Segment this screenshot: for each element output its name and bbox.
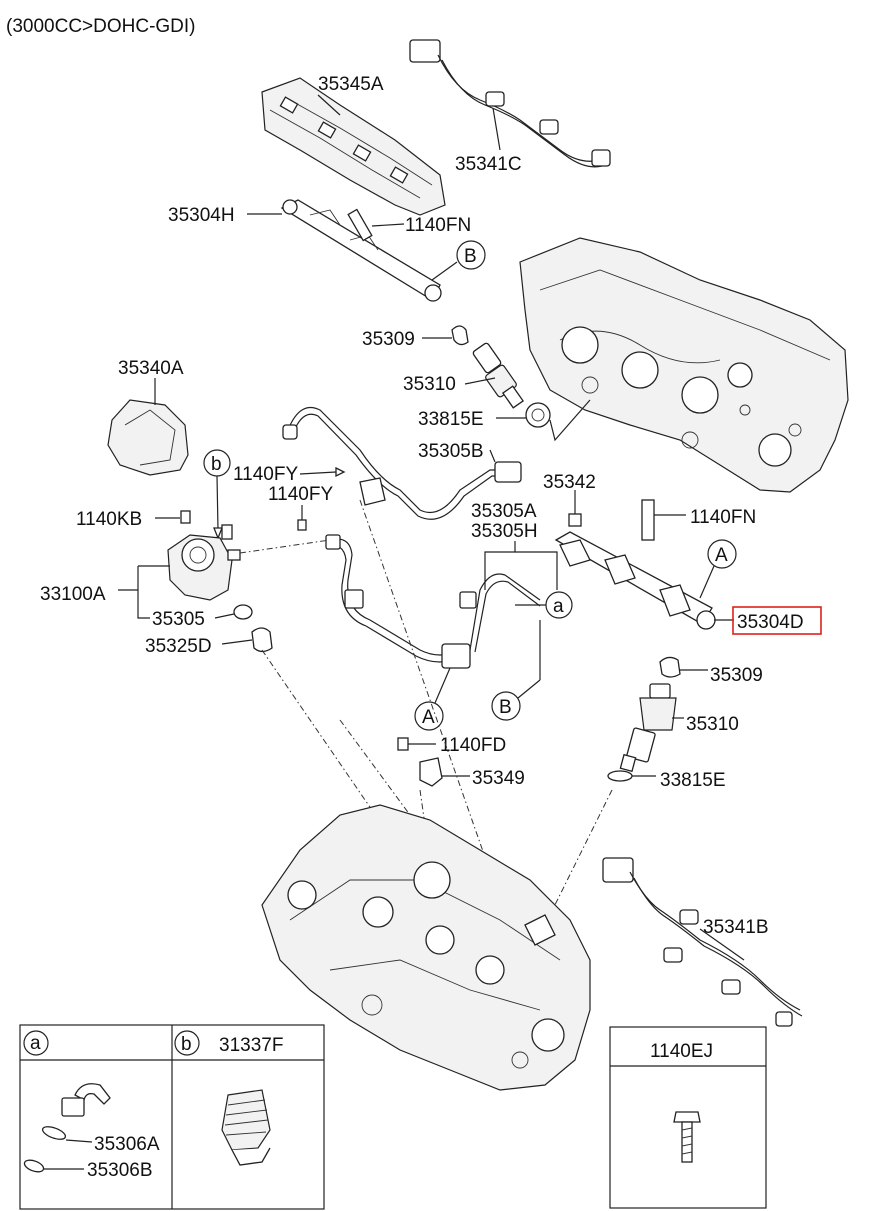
legend-label-31337F: 31337F (219, 1035, 283, 1056)
bracket-35349 (419, 757, 443, 787)
oring-35306B (23, 1159, 45, 1173)
label-1140FN-top: 1140FN (405, 215, 471, 236)
label-1140FD: 1140FD (440, 735, 506, 756)
fuel-line-35305B (282, 406, 522, 520)
label-35310-right: 35310 (686, 714, 739, 735)
oring-35306A (41, 1126, 67, 1140)
label-35305: 35305 (152, 609, 205, 630)
label-35340A: 35340A (118, 358, 184, 379)
coil-cover-35340A (107, 399, 189, 476)
label-35305A: 35305A (471, 501, 537, 522)
label-35304D: 35304D (737, 612, 804, 633)
fuel-rail-right (554, 531, 716, 630)
legend-ref-circle-a (23, 1030, 49, 1056)
legend-box-bolt (609, 1026, 767, 1209)
bolt-35342 (568, 513, 582, 527)
highlight-box-35304D (732, 606, 822, 635)
label-35309-top: 35309 (362, 329, 415, 350)
clip-35309-top (451, 325, 469, 346)
legend-label-1140EJ: 1140EJ (650, 1041, 713, 1062)
label-35345A: 35345A (318, 74, 384, 95)
label-35325D: 35325D (145, 636, 212, 657)
label-1140FN-right: 1140FN (690, 507, 756, 528)
label-35341C: 35341C (455, 154, 522, 175)
ref-B-low: B (499, 697, 512, 718)
ref-circle-B-low (491, 691, 521, 721)
legend-ref-circle-b (174, 1030, 200, 1056)
ref-circle-A-right (707, 539, 737, 569)
seal-35325D (251, 627, 273, 653)
diagram-title: (3000CC>DOHC-GDI) (6, 16, 196, 37)
label-35349: 35349 (472, 768, 525, 789)
quick-connector-drawing (61, 1083, 111, 1117)
fuel-line-35305H (459, 573, 541, 653)
seal-33815E-right (607, 770, 633, 782)
injector-harness-upper (409, 39, 611, 168)
ref-circle-A-low (414, 701, 444, 731)
legend-label-35306A: 35306A (94, 1134, 160, 1155)
fuel-line-35305A (325, 534, 471, 669)
legend-box-ab (19, 1024, 325, 1210)
legend-label-35306B: 35306B (87, 1160, 153, 1181)
label-35305H: 35305H (471, 521, 538, 542)
cylinder-head-lower (261, 804, 591, 1091)
injector-right (619, 683, 677, 773)
clip-35309-right (659, 656, 681, 678)
ref-a-mid: a (553, 596, 564, 617)
injector-top (472, 342, 524, 409)
legend-ref-a: a (30, 1033, 41, 1054)
label-35304H: 35304H (168, 205, 235, 226)
damper-31337F-drawing (221, 1089, 271, 1166)
label-1140FY-b: 1140FY (268, 484, 333, 505)
label-1140FY-a: 1140FY (233, 464, 298, 485)
ref-A-right: A (715, 545, 728, 566)
ref-A-low: A (422, 707, 435, 728)
engine-cover-drawing (261, 77, 446, 216)
legend-ref-b: b (181, 1034, 192, 1055)
label-33815E-right: 33815E (660, 770, 726, 791)
label-33100A: 33100A (40, 584, 106, 605)
oring-35305 (233, 604, 253, 620)
injector-harness-lower (602, 857, 803, 1027)
label-1140KB: 1140KB (76, 509, 142, 530)
label-33815E-top: 33815E (418, 409, 484, 430)
label-35342: 35342 (543, 472, 596, 493)
label-35305B: 35305B (418, 441, 484, 462)
bolt-1140KB (180, 510, 191, 524)
label-35341B: 35341B (703, 917, 769, 938)
ref-circle-B-top (456, 240, 486, 270)
fuel-pump-33100A (167, 524, 241, 601)
bolt-1140FD (397, 737, 409, 751)
label-35309-right: 35309 (710, 665, 763, 686)
cylinder-head-right (519, 237, 849, 493)
fuel-rail-left (280, 199, 442, 302)
seal-33815E-top (525, 402, 551, 428)
label-35310-top: 35310 (403, 374, 456, 395)
bolt-1140FN-right (641, 499, 655, 541)
ref-B-top: B (464, 246, 477, 267)
ref-b-pump: b (211, 454, 222, 475)
bolt-1140EJ-drawing (673, 1111, 701, 1163)
